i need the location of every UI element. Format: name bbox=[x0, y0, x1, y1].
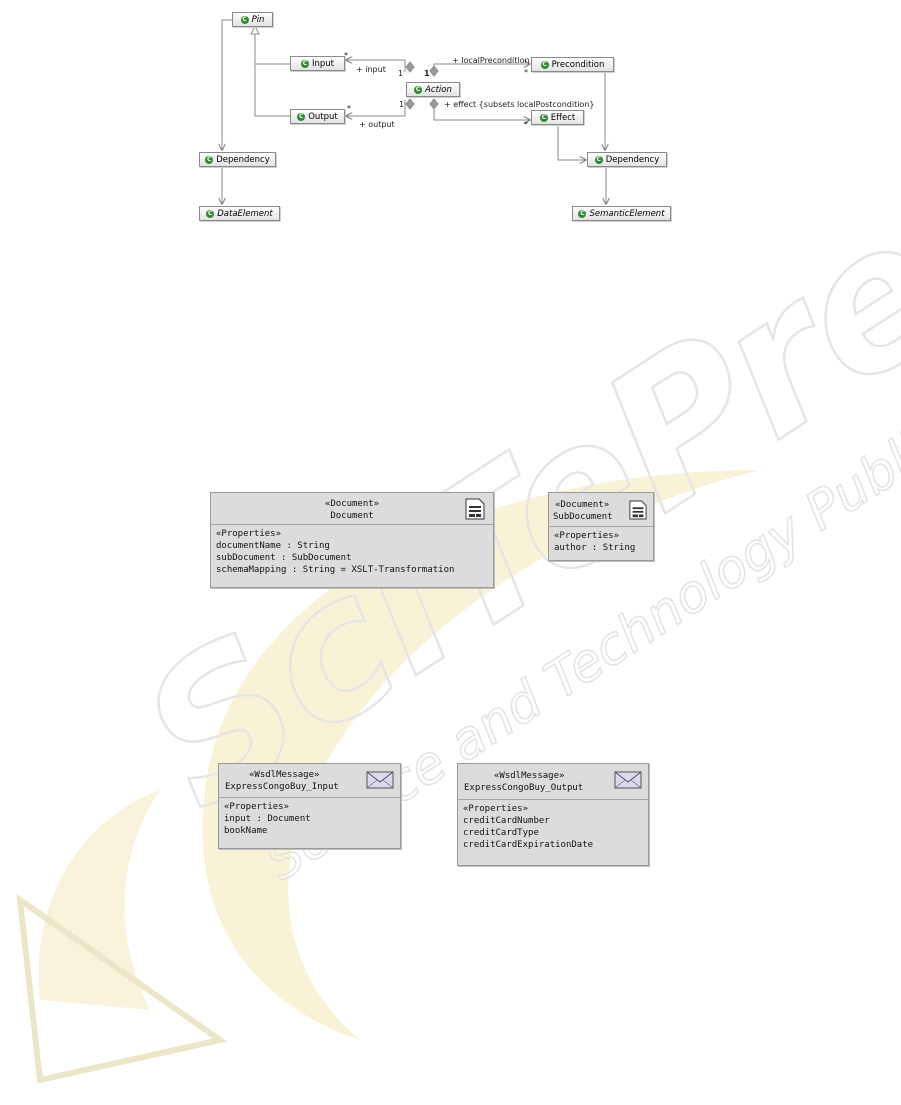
property-row: creditCardType bbox=[463, 828, 539, 838]
property-row: creditCardExpirationDate bbox=[463, 840, 594, 850]
document-icon bbox=[465, 498, 485, 520]
subdocument-name: SubDocument bbox=[553, 512, 613, 522]
class-dependency-left[interactable]: C Dependency bbox=[199, 152, 276, 167]
document-name: Document bbox=[330, 511, 374, 521]
subdocument-header: «Document» SubDocument bbox=[549, 493, 653, 527]
property-row: input : Document bbox=[224, 814, 311, 824]
watermark-triangle bbox=[16, 893, 228, 1084]
class-precondition[interactable]: C Precondition bbox=[531, 57, 614, 72]
wsdl-input-properties: «Properties» input : Document bookName bbox=[219, 798, 400, 840]
wsdl-input-header: «WsdlMessage» ExpressCongoBuy_Input bbox=[219, 764, 400, 798]
gen-triangle bbox=[250, 24, 260, 35]
class-name: DataElement bbox=[217, 208, 273, 219]
class-name: SemanticElement bbox=[589, 208, 665, 219]
class-effect[interactable]: C Effect bbox=[531, 110, 584, 125]
class-name: Effect bbox=[550, 112, 576, 123]
wsdl-input-stereotype: «WsdlMessage» bbox=[249, 770, 320, 780]
watermark-swoosh bbox=[202, 470, 760, 1040]
wsdl-input-name: ExpressCongoBuy_Input bbox=[225, 782, 339, 792]
gen-output-pin bbox=[254, 30, 290, 117]
class-icon: C bbox=[205, 155, 214, 164]
label-output-role: + output bbox=[359, 120, 395, 129]
class-name: Action bbox=[425, 84, 452, 95]
diamond-output bbox=[405, 98, 415, 110]
class-icon: C bbox=[297, 112, 306, 121]
class-dependency-right[interactable]: C Dependency bbox=[587, 152, 667, 167]
class-input[interactable]: C Input bbox=[290, 56, 345, 71]
class-name: Dependency bbox=[216, 154, 270, 165]
label-effect-role: + effect {subsets localPostcondition} bbox=[444, 100, 595, 109]
document-header: «Document» Document bbox=[211, 493, 493, 525]
subdocument-class-box[interactable]: «Document» SubDocument «Properties» auth… bbox=[548, 492, 654, 561]
label-action-input-mult: 1 bbox=[398, 69, 404, 78]
property-row: bookName bbox=[224, 826, 268, 836]
wsdl-input-message-box[interactable]: «WsdlMessage» ExpressCongoBuy_Input «Pro… bbox=[218, 763, 401, 849]
dep-pin-dependency bbox=[222, 19, 232, 150]
properties-header: «Properties» bbox=[224, 802, 290, 812]
class-semantic-element[interactable]: C SemanticElement bbox=[572, 206, 671, 221]
envelope-icon bbox=[366, 771, 394, 789]
class-icon: C bbox=[578, 209, 587, 218]
class-icon: C bbox=[240, 15, 249, 24]
class-name: Dependency bbox=[605, 154, 660, 165]
class-icon: C bbox=[539, 113, 548, 122]
property-row: creditCardNumber bbox=[463, 816, 550, 826]
assoc-action-input bbox=[346, 60, 406, 72]
assoc-action-output bbox=[346, 100, 406, 116]
property-row: schemaMapping : String = XSLT-Transforma… bbox=[216, 565, 455, 575]
class-icon: C bbox=[594, 155, 603, 164]
document-properties: «Properties» documentName : String subDo… bbox=[211, 525, 493, 579]
dep-effect-dependency bbox=[557, 125, 586, 160]
class-name: Pin bbox=[251, 14, 265, 25]
property-row: author : String bbox=[554, 543, 636, 553]
class-name: Output bbox=[308, 111, 338, 122]
document-icon bbox=[629, 500, 647, 520]
diamond-precondition bbox=[429, 65, 439, 77]
assoc-action-effect bbox=[433, 108, 530, 120]
class-icon: C bbox=[414, 85, 423, 94]
uml-connectors bbox=[0, 19, 901, 240]
properties-header: «Properties» bbox=[216, 529, 282, 539]
label-precondition-mult: * bbox=[524, 68, 528, 77]
class-name: Precondition bbox=[551, 59, 605, 70]
label-action-output-mult: 1 bbox=[399, 100, 405, 109]
document-class-box[interactable]: «Document» Document «Properties» documen… bbox=[210, 492, 494, 588]
label-output-mult: * bbox=[347, 104, 351, 113]
label-effect-mult: * bbox=[524, 120, 528, 129]
watermark-swoosh-inner bbox=[38, 790, 160, 1010]
class-output[interactable]: C Output bbox=[290, 109, 345, 124]
wsdl-output-stereotype: «WsdlMessage» bbox=[494, 771, 565, 781]
wsdl-output-message-box[interactable]: «WsdlMessage» ExpressCongoBuy_Output «Pr… bbox=[457, 763, 649, 866]
document-stereotype: «Document» bbox=[324, 499, 380, 509]
gen-input-pin bbox=[254, 30, 290, 65]
label-action-pre-mult: 1 bbox=[424, 69, 430, 78]
class-icon: C bbox=[540, 60, 549, 69]
diamond-effect bbox=[429, 98, 439, 110]
property-row: subDocument : SubDocument bbox=[216, 553, 352, 563]
class-data-element[interactable]: C DataElement bbox=[199, 206, 280, 221]
properties-header: «Properties» bbox=[554, 531, 620, 541]
subdocument-stereotype: «Document» bbox=[555, 500, 610, 510]
class-icon: C bbox=[206, 209, 215, 218]
class-name: Input bbox=[311, 58, 334, 69]
label-input-role: + input bbox=[356, 65, 386, 74]
class-action[interactable]: C Action bbox=[406, 82, 460, 97]
property-row: documentName : String bbox=[216, 541, 330, 551]
wsdl-output-header: «WsdlMessage» ExpressCongoBuy_Output bbox=[458, 764, 648, 800]
wsdl-output-name: ExpressCongoBuy_Output bbox=[464, 783, 584, 793]
class-pin[interactable]: C Pin bbox=[232, 12, 273, 27]
properties-header: «Properties» bbox=[463, 804, 529, 814]
wsdl-output-properties: «Properties» creditCardNumber creditCard… bbox=[458, 800, 648, 854]
label-precondition-role: + localPrecondition bbox=[452, 56, 530, 65]
label-input-mult: * bbox=[344, 51, 348, 60]
envelope-icon bbox=[614, 771, 642, 789]
diamond-input bbox=[405, 61, 415, 73]
subdocument-properties: «Properties» author : String bbox=[549, 527, 653, 557]
class-icon: C bbox=[300, 59, 309, 68]
